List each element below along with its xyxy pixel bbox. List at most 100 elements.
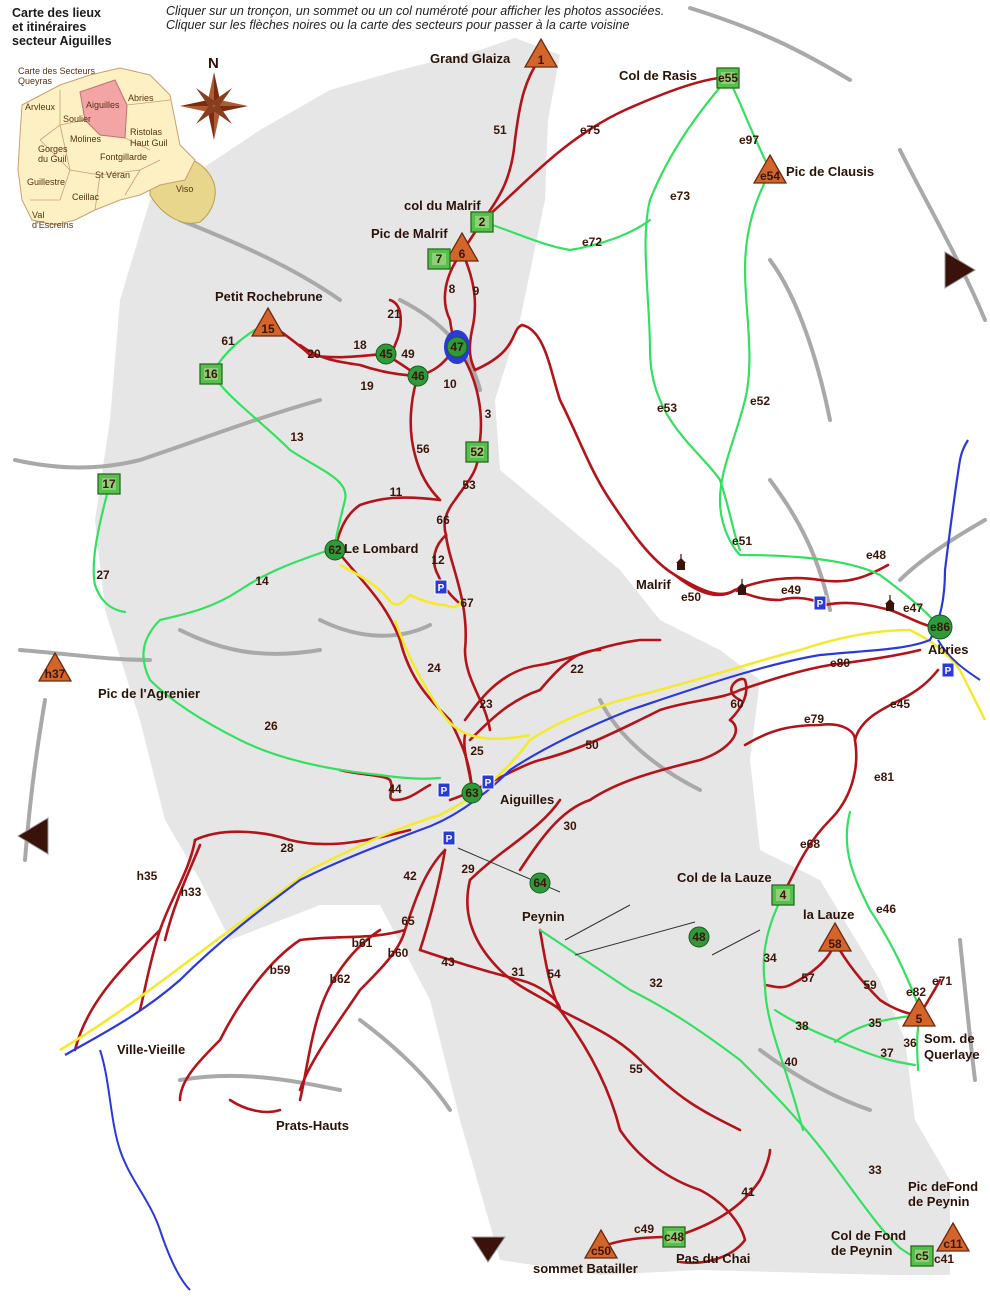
segment-label-red[interactable]: 53 xyxy=(462,478,476,492)
segment-label-red[interactable]: 11 xyxy=(390,485,403,499)
col-marker[interactable]: 17 xyxy=(97,473,121,495)
segment-label-red[interactable]: e49 xyxy=(781,583,801,597)
col-marker[interactable]: c48 xyxy=(662,1226,686,1248)
col-marker[interactable]: 16 xyxy=(199,363,223,385)
segment-label-red[interactable]: 12 xyxy=(431,553,445,567)
segment-label-red[interactable]: 59 xyxy=(863,978,877,992)
col-marker[interactable]: 4 xyxy=(771,884,795,906)
summit-marker[interactable]: 5 xyxy=(901,996,937,1027)
segment-label-green[interactable]: 36 xyxy=(903,1036,917,1050)
segment-label-red[interactable]: e68 xyxy=(800,837,820,851)
minimap-queyras[interactable] xyxy=(17,67,196,226)
segment-label-red[interactable]: 8 xyxy=(449,282,456,296)
segment-label-red[interactable]: 65 xyxy=(401,914,415,928)
summit-marker[interactable]: 15 xyxy=(250,306,286,337)
segment-label-red[interactable]: e82 xyxy=(906,985,926,999)
sector-minimap[interactable]: Carte des Secteurs Queyras Arvleux Aigui… xyxy=(17,66,216,230)
segment-label-green[interactable]: e46 xyxy=(876,902,896,916)
segment-label-red[interactable]: 9 xyxy=(473,284,480,298)
segment-label-red[interactable]: 31 xyxy=(511,965,525,979)
col-marker[interactable]: c5 xyxy=(910,1245,934,1267)
segment-label-green[interactable]: 13 xyxy=(290,430,304,444)
segment-label-red[interactable]: 51 xyxy=(493,123,507,137)
segment-label-red[interactable]: 28 xyxy=(280,841,294,855)
segment-label-red[interactable]: b59 xyxy=(270,963,291,977)
nav-arrow-south[interactable] xyxy=(471,1236,506,1263)
site-marker[interactable]: 63 xyxy=(461,782,483,804)
segment-label-red[interactable]: 10 xyxy=(443,377,457,391)
segment-label-red[interactable]: 50 xyxy=(585,738,599,752)
site-marker[interactable]: e86 xyxy=(927,614,953,640)
segment-label-red[interactable]: 66 xyxy=(436,513,450,527)
segment-label-green[interactable]: 61 xyxy=(221,334,235,348)
segment-label-green[interactable]: 35 xyxy=(868,1016,882,1030)
segment-label-green[interactable]: c41 xyxy=(934,1252,954,1266)
segment-label-green[interactable]: e72 xyxy=(582,235,602,249)
segment-label-red[interactable]: 19 xyxy=(360,379,374,393)
segment-label-green[interactable]: e52 xyxy=(750,394,770,408)
segment-label-red[interactable]: b61 xyxy=(352,936,373,950)
segment-label-red[interactable]: e80 xyxy=(830,656,850,670)
segment-label-green[interactable]: 14 xyxy=(255,574,269,588)
segment-label-green[interactable]: 38 xyxy=(795,1019,809,1033)
green-trails[interactable] xyxy=(92,76,940,1260)
segment-label-green[interactable]: 32 xyxy=(649,976,663,990)
segment-label-red[interactable]: 55 xyxy=(629,1062,643,1076)
segment-label-green[interactable]: 27 xyxy=(96,568,110,582)
site-marker[interactable]: 47 xyxy=(444,330,470,364)
segment-label-green[interactable]: 33 xyxy=(868,1163,882,1177)
site-marker[interactable]: 46 xyxy=(407,365,429,387)
segment-label-red[interactable]: 29 xyxy=(461,862,475,876)
segment-label-red[interactable]: e81 xyxy=(874,770,894,784)
segment-label-red[interactable]: 60 xyxy=(730,697,744,711)
segment-label-red[interactable]: b60 xyxy=(388,946,409,960)
segment-label-red[interactable]: e48 xyxy=(866,548,886,562)
nav-arrow-west[interactable] xyxy=(17,817,49,855)
summit-marker[interactable]: c50 xyxy=(583,1228,619,1259)
col-marker[interactable]: 2 xyxy=(470,211,494,233)
segment-label-red[interactable]: 18 xyxy=(353,338,367,352)
segment-label-red[interactable]: 67 xyxy=(460,596,474,610)
segment-label-red[interactable]: 24 xyxy=(427,661,441,675)
site-marker[interactable]: 48 xyxy=(688,926,710,948)
segment-label-red[interactable]: 57 xyxy=(801,971,815,985)
segment-label-green[interactable]: e73 xyxy=(670,189,690,203)
segment-label-red[interactable]: e75 xyxy=(580,123,600,137)
col-marker[interactable]: 52 xyxy=(465,441,489,463)
segment-label-red[interactable]: 3 xyxy=(485,407,492,421)
summit-marker[interactable]: 58 xyxy=(817,921,853,952)
segment-label-green[interactable]: 40 xyxy=(784,1055,798,1069)
segment-label-green[interactable]: e51 xyxy=(732,534,752,548)
segment-label-red[interactable]: e71 xyxy=(932,974,952,988)
segment-label-green[interactable]: 37 xyxy=(880,1046,894,1060)
segment-label-red[interactable]: b62 xyxy=(330,972,351,986)
summit-marker[interactable]: h37 xyxy=(37,651,73,682)
segment-label-red[interactable]: 21 xyxy=(387,307,401,321)
summit-marker[interactable]: e54 xyxy=(752,153,788,184)
segment-label-red[interactable]: h35 xyxy=(137,869,158,883)
segment-label-red[interactable]: c49 xyxy=(634,1222,654,1236)
segment-label-red[interactable]: 22 xyxy=(570,662,584,676)
segment-label-red[interactable]: e79 xyxy=(804,712,824,726)
red-trails[interactable] xyxy=(73,56,942,1265)
col-marker[interactable]: e55 xyxy=(716,67,740,89)
segment-label-red[interactable]: 43 xyxy=(441,955,455,969)
segment-label-green[interactable]: e53 xyxy=(657,401,677,415)
segment-label-red[interactable]: 42 xyxy=(403,869,417,883)
segment-label-red[interactable]: 25 xyxy=(470,744,484,758)
summit-marker[interactable]: c11 xyxy=(935,1221,971,1252)
summit-marker[interactable]: 6 xyxy=(444,231,480,262)
segment-label-red[interactable]: 44 xyxy=(388,782,402,796)
segment-label-red[interactable]: 30 xyxy=(563,819,577,833)
site-marker[interactable]: 45 xyxy=(375,343,397,365)
segment-label-red[interactable]: 54 xyxy=(547,967,561,981)
segment-label-red[interactable]: e50 xyxy=(681,590,701,604)
segment-label-red[interactable]: h33 xyxy=(181,885,202,899)
col-marker[interactable]: 7 xyxy=(427,248,451,270)
segment-label-red[interactable]: 20 xyxy=(307,347,321,361)
segment-label-green[interactable]: e97 xyxy=(739,133,759,147)
